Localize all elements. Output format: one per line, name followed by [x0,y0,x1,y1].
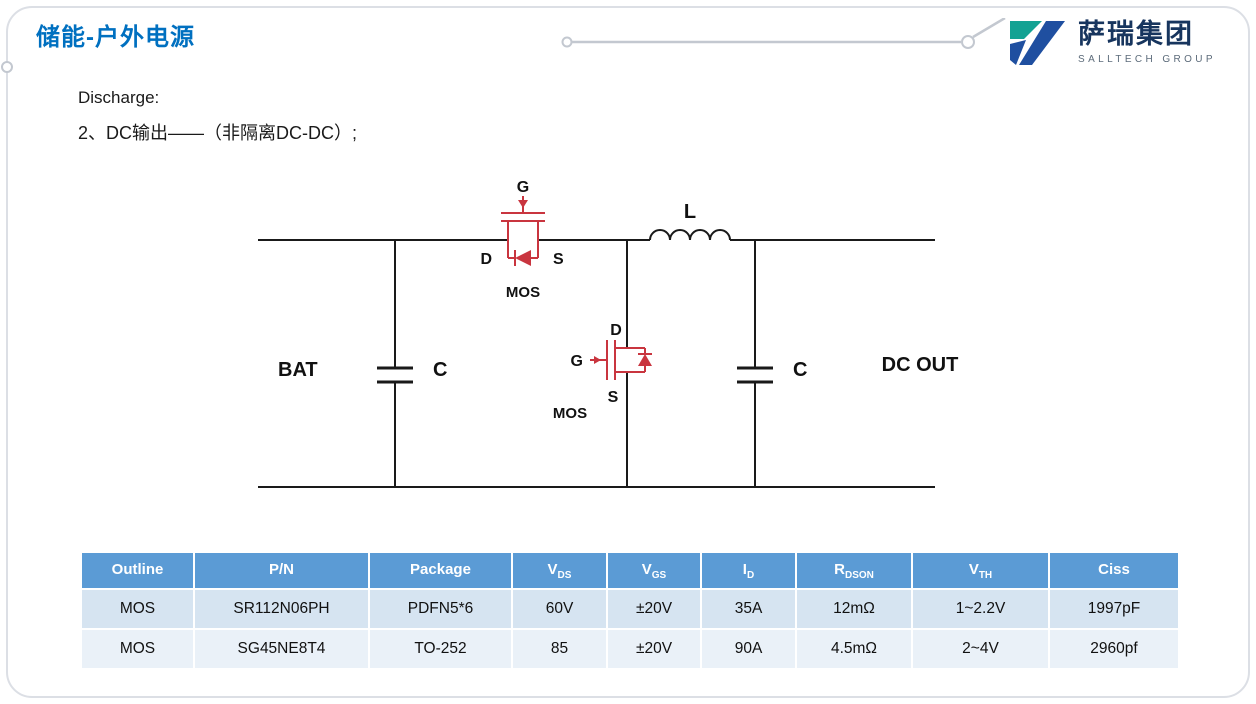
cell-package: PDFN5*6 [368,588,513,630]
cell-pn: SR112N06PH [193,588,370,630]
mos2-source-label: S [608,389,619,406]
col-vds: VDS [511,551,608,590]
circuit-diagram: BAT C L C DC OUT G D S MOS D G S MOS [258,180,959,488]
mos2-gate-label: G [571,353,583,370]
col-vth: VTH [911,551,1050,590]
cell-vds: 60V [511,588,608,630]
logo-company-subtitle: SALLTECH GROUP [1078,53,1216,65]
col-id: ID [700,551,797,590]
cell-ciss: 1997pF [1048,588,1180,630]
cell-id: 35A [700,588,797,630]
mosfet-low-side [590,340,652,380]
mos1-source-label: S [553,251,564,268]
input-cap-label: C [433,359,447,381]
cell-vgs: ±20V [606,588,702,630]
inductor-label: L [684,201,696,223]
logo-mark-icon [1010,21,1065,65]
output-capacitor [737,366,773,384]
mos2-label: MOS [553,405,587,422]
mos2-drain-label: D [610,322,622,339]
page-title: 储能-户外电源 [36,24,195,51]
mos1-gate-label: G [517,180,529,196]
cell-pn: SG45NE8T4 [193,628,370,670]
decor-connector-line [561,18,1006,49]
cell-package: TO-252 [368,628,513,670]
border-node-icon [1,61,13,73]
dc-out-label: DC OUT [882,354,959,376]
col-outline: Outline [80,551,195,590]
output-cap-label: C [793,359,807,381]
cell-outline: MOS [80,628,195,670]
cell-outline: MOS [80,588,195,630]
input-capacitor [377,366,413,384]
cell-ciss: 2960pf [1048,628,1180,670]
col-rdson: RDSON [795,551,913,590]
table-header-row: Outline P/N Package VDS VGS ID RDSON VTH… [80,551,1180,590]
col-package: Package [368,551,513,590]
col-vgs: VGS [606,551,702,590]
cell-rdson: 12mΩ [795,588,913,630]
cell-vth: 2~4V [911,628,1050,670]
logo-text: 萨瑞集团 SALLTECH GROUP [1078,19,1216,65]
mos1-label: MOS [506,284,540,301]
mosfet-high-side [501,196,545,266]
cell-vgs: ±20V [606,628,702,670]
table-row: MOS SR112N06PH PDFN5*6 60V ±20V 35A 12mΩ… [80,588,1180,630]
cell-id: 90A [700,628,797,670]
logo: 萨瑞集团 SALLTECH GROUP [1008,19,1216,66]
cell-vds: 85 [511,628,608,670]
logo-company-name: 萨瑞集团 [1078,19,1194,49]
spec-table: Outline P/N Package VDS VGS ID RDSON VTH… [80,551,1180,670]
discharge-heading: Discharge: [78,88,160,107]
table-row: MOS SG45NE8T4 TO-252 85 ±20V 90A 4.5mΩ 2… [80,628,1180,670]
cell-vth: 1~2.2V [911,588,1050,630]
cell-rdson: 4.5mΩ [795,628,913,670]
col-ciss: Ciss [1048,551,1180,590]
bat-label: BAT [278,359,318,381]
col-pn: P/N [193,551,370,590]
inductor [649,229,731,241]
dc-output-subtitle: 2、DC输出——（非隔离DC-DC）; [78,123,357,143]
mos1-drain-label: D [480,251,492,268]
